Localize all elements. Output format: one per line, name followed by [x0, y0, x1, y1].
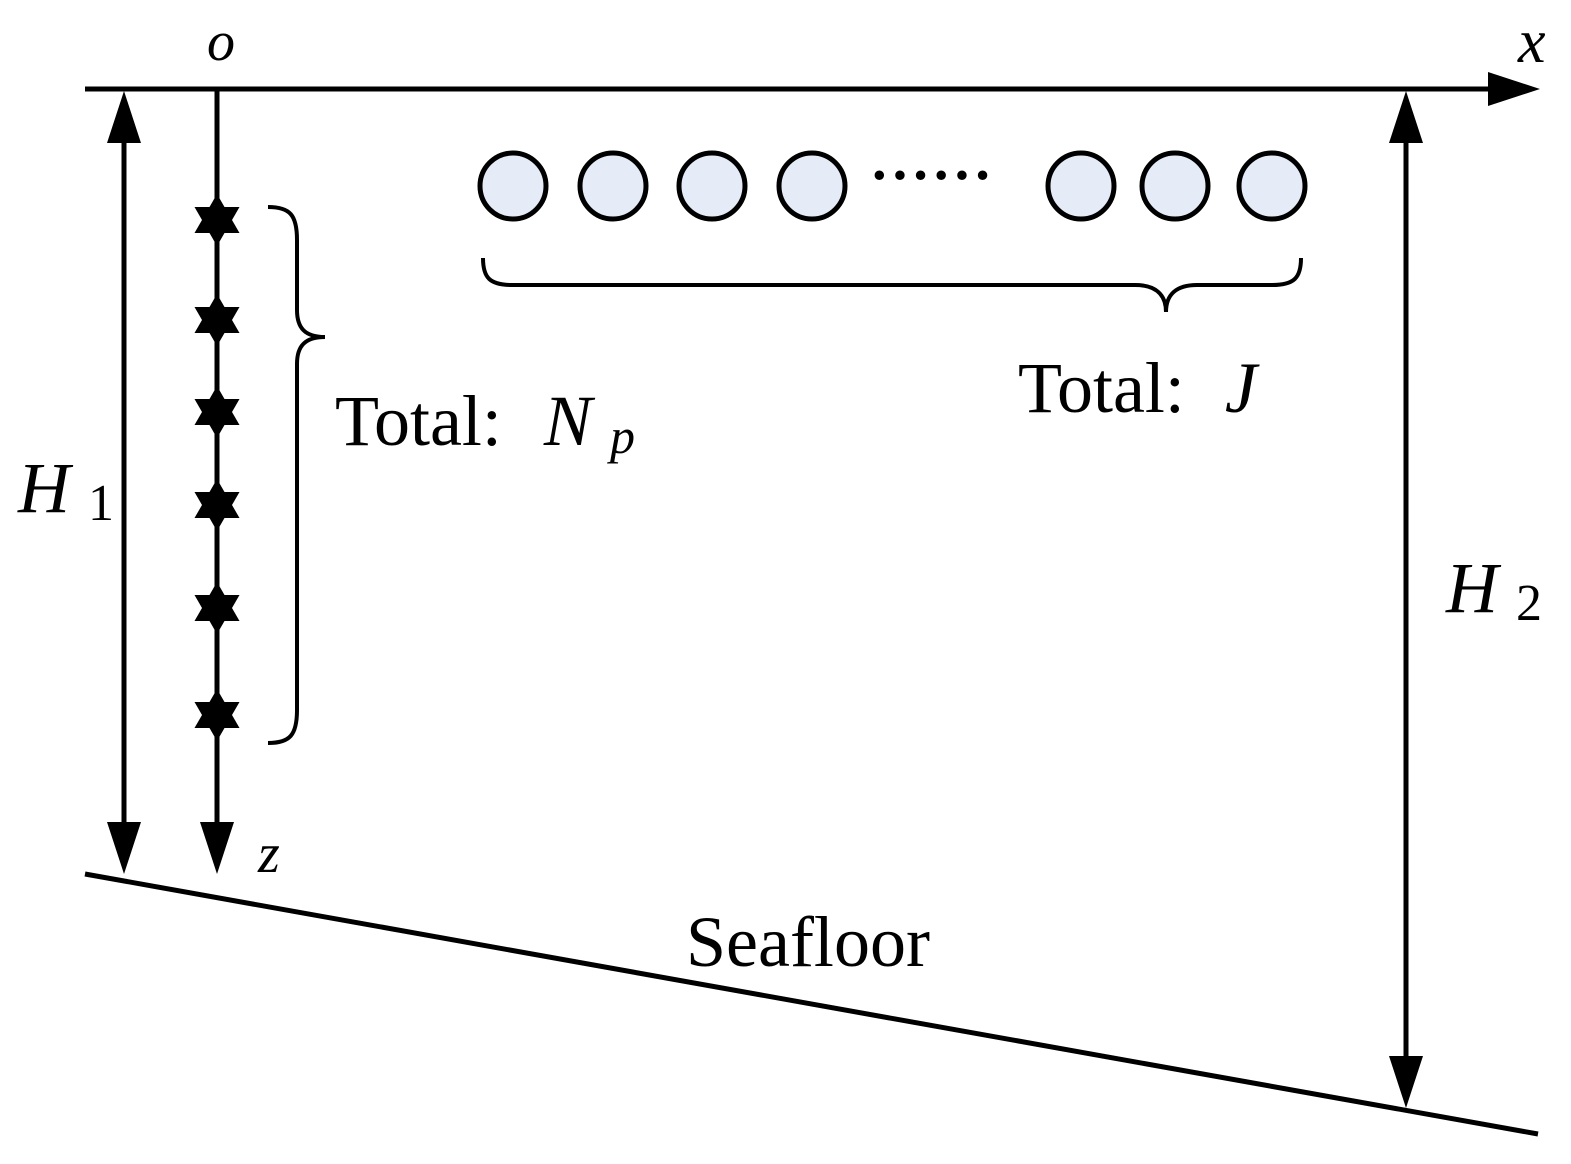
h1-dimension-arrow [107, 91, 141, 874]
sensor-star-icon [194, 294, 240, 346]
source-brace [481, 257, 1303, 313]
total-np-var: N [543, 381, 596, 461]
h2-label: H 2 [1445, 548, 1542, 632]
total-j-var: J [1225, 348, 1260, 428]
h1-main: H [17, 448, 74, 528]
total-j-label: Total: J [1018, 348, 1260, 428]
h2-sub: 2 [1516, 575, 1542, 632]
total-np-sub: p [607, 408, 635, 464]
total-np-label: Total: N p [335, 381, 635, 464]
source-circle-icon [1139, 150, 1211, 222]
source-circle-icon [776, 150, 848, 222]
h2-dimension-arrow [1389, 91, 1423, 1108]
z-axis-label: z [257, 823, 280, 885]
source-circle-icon [1045, 150, 1117, 222]
h1-label: H 1 [17, 448, 114, 532]
x-axis [85, 72, 1540, 106]
source-circle-icon [477, 150, 549, 222]
sensor-star-icon [194, 582, 240, 634]
seafloor-line [84, 871, 1539, 1137]
seafloor-label: Seafloor [686, 902, 930, 982]
sensor-star-icon [194, 479, 240, 531]
sensor-star-icon [194, 689, 240, 741]
source-circle-icon [1236, 150, 1308, 222]
x-axis-label: x [1517, 8, 1546, 76]
source-row [477, 150, 1308, 222]
sensor-star-icon [194, 386, 240, 438]
total-j-prefix: Total: [1018, 348, 1185, 428]
source-circle-icon [676, 150, 748, 222]
sensor-brace [267, 205, 326, 745]
source-ellipsis: ······ [866, 132, 990, 220]
total-np-prefix: Total: [335, 381, 502, 461]
sensor-array [194, 194, 240, 741]
origin-label: o [207, 11, 235, 73]
h2-main: H [1445, 548, 1502, 628]
h1-sub: 1 [88, 475, 114, 532]
source-circle-icon [577, 150, 649, 222]
sensor-star-icon [194, 194, 240, 246]
